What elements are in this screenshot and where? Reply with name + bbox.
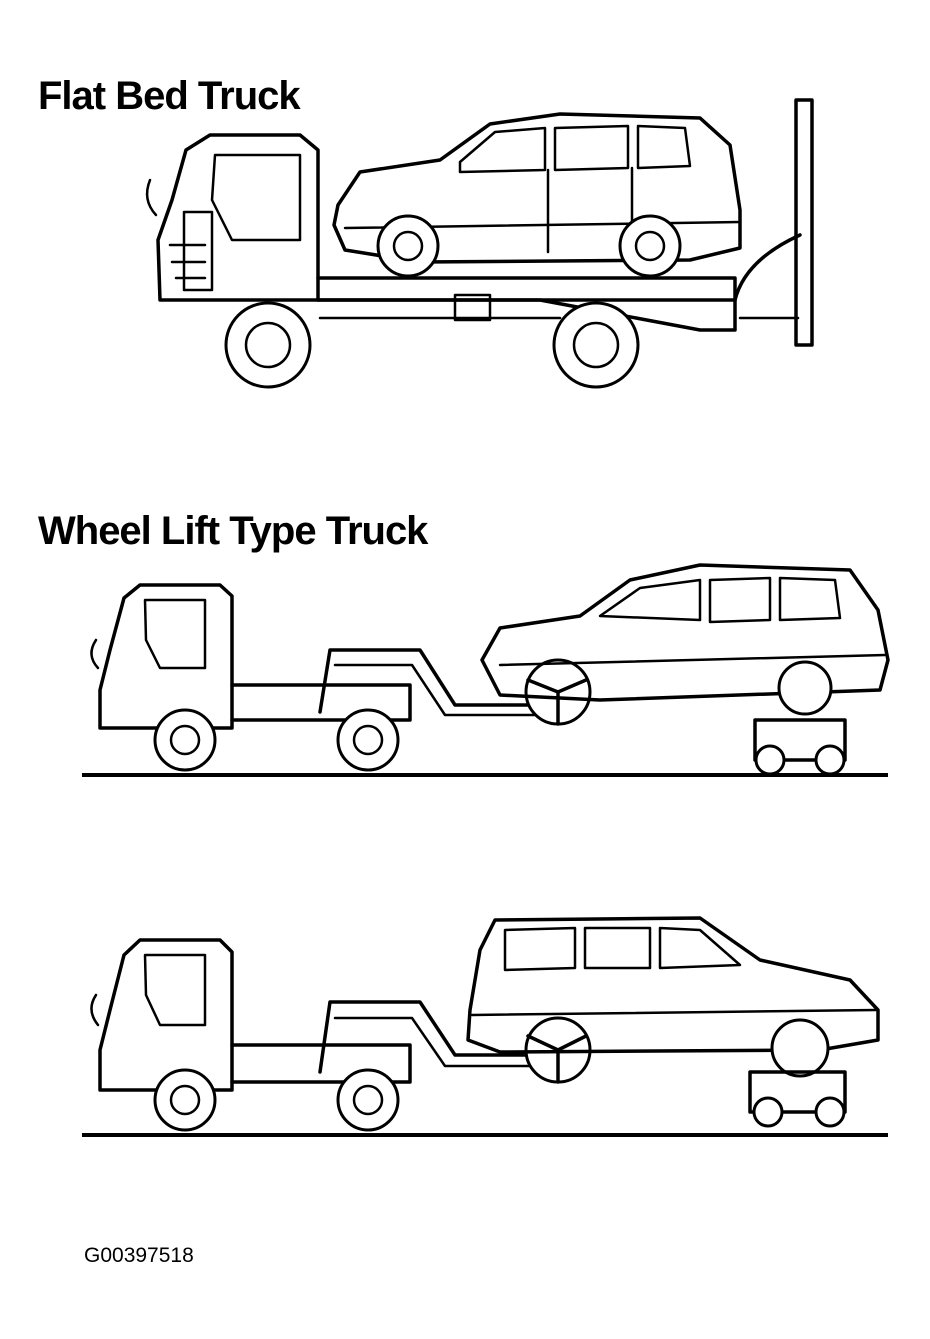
flat-bed-truck-title: Flat Bed Truck [38,74,301,118]
wheel-lift-rear-illustration [82,916,888,1137]
figure-code: G00397518 [84,1244,194,1267]
wheel-lift-front-illustration [82,563,890,777]
flat-bed-truck-illustration [145,98,814,389]
wheel-lift-truck-title: Wheel Lift Type Truck [38,509,428,553]
